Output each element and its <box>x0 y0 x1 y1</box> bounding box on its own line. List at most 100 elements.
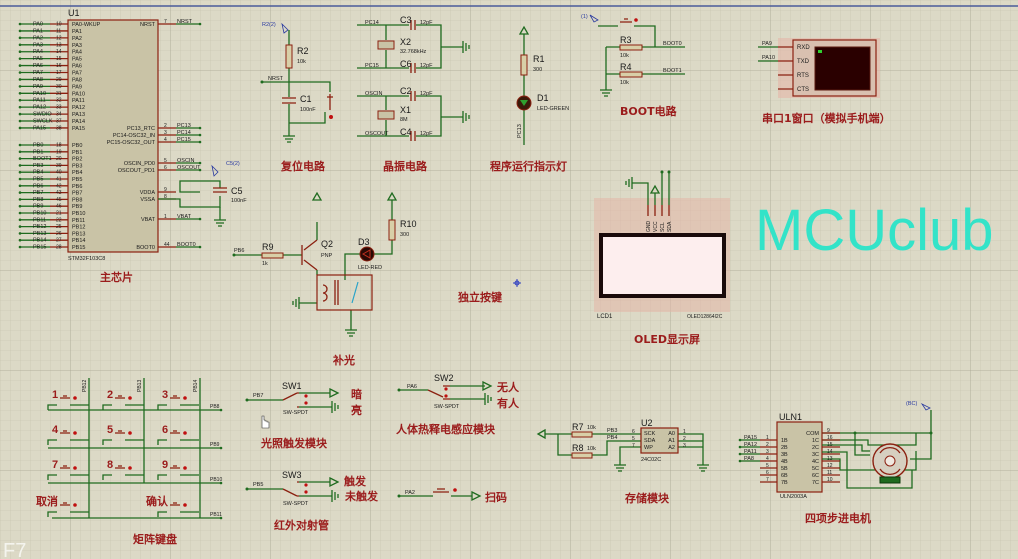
net-terminal[interactable] <box>18 191 22 194</box>
key-actuator[interactable] <box>183 466 187 470</box>
r1-resistor[interactable] <box>520 54 528 76</box>
boot-circuit[interactable]: (1) R3 10k R4 10k BOOT0 BOOT1 BOOT电路 <box>581 14 685 118</box>
net-terminal[interactable] <box>198 140 202 144</box>
crystal-circuit[interactable]: PC14 PC15 OSCIN OSCOUT C3 C6 C2 C4 12pF … <box>357 15 470 173</box>
key-actuator[interactable] <box>73 396 77 400</box>
x2-crystal[interactable] <box>377 40 395 50</box>
net-terminal[interactable] <box>18 105 22 109</box>
net-terminal[interactable] <box>219 446 223 450</box>
net-terminal[interactable] <box>18 225 22 228</box>
net-terminal[interactable] <box>18 92 22 95</box>
net-terminal[interactable] <box>18 164 22 167</box>
button-actuator[interactable] <box>453 488 457 492</box>
net-terminal[interactable] <box>18 150 22 154</box>
net-terminal[interactable] <box>18 71 22 74</box>
net-terminal[interactable] <box>18 43 22 47</box>
switch-actuator[interactable] <box>304 401 308 405</box>
net-terminal[interactable] <box>198 245 202 249</box>
net-terminal[interactable] <box>18 184 22 188</box>
key-actuator[interactable] <box>183 503 187 507</box>
net-terminal[interactable] <box>738 438 742 442</box>
net-terminal[interactable] <box>198 133 202 137</box>
key-actuator[interactable] <box>183 431 187 435</box>
key-actuator[interactable] <box>73 503 77 507</box>
net-terminal[interactable] <box>18 245 22 249</box>
net-terminal[interactable] <box>738 459 742 463</box>
r9-resistor[interactable] <box>261 252 284 259</box>
ir-module[interactable]: PB5 SW3 SW-SPDT 触发 未触发 红外对射管 <box>245 470 379 532</box>
sw1-switch[interactable] <box>282 392 299 408</box>
net-terminal[interactable] <box>18 211 22 215</box>
r7-resistor[interactable] <box>571 431 593 438</box>
net-terminal[interactable] <box>18 143 22 147</box>
key-actuator[interactable] <box>128 396 132 400</box>
net-terminal[interactable] <box>18 232 22 235</box>
net-terminal[interactable] <box>18 218 22 222</box>
key-switch[interactable] <box>115 395 125 399</box>
net-terminal[interactable] <box>18 198 22 201</box>
r10-resistor[interactable] <box>388 219 396 241</box>
net-terminal[interactable] <box>18 238 22 242</box>
terminal-screen[interactable] <box>814 46 871 91</box>
switch-actuator[interactable] <box>304 490 308 494</box>
key-switch[interactable] <box>115 430 125 434</box>
oled-display[interactable]: GND VCC SCL SDA LCD1 OLED12864I2C OLED显示… <box>594 170 730 347</box>
virtual-terminal[interactable]: PA9 PA10 RXD TXD RTS CTS 串口1窗口（模拟手机端） <box>758 38 891 125</box>
net-terminal[interactable] <box>219 516 223 520</box>
net-terminal[interactable] <box>18 50 22 54</box>
net-terminal[interactable] <box>738 452 742 456</box>
net-terminal[interactable] <box>18 98 22 102</box>
scan-button[interactable] <box>433 488 449 493</box>
key-actuator[interactable] <box>128 431 132 435</box>
light-sensor-module[interactable]: PB7 SW1 SW-SPDT 暗 亮 光照触发模块 <box>245 381 363 450</box>
net-terminal[interactable] <box>198 168 202 172</box>
r3-resistor[interactable] <box>619 44 643 51</box>
key-switch[interactable] <box>60 465 70 469</box>
switch-actuator[interactable] <box>304 394 308 398</box>
net-terminal[interactable] <box>198 161 202 165</box>
net-terminal[interactable] <box>198 217 202 221</box>
pir-module[interactable]: PA6 SW2 SW-SPDT 无人 有人 人体热释电感应模块 <box>396 373 520 436</box>
net-terminal[interactable] <box>219 408 223 412</box>
net-terminal[interactable] <box>18 29 22 33</box>
key-actuator[interactable] <box>128 466 132 470</box>
key-switch[interactable] <box>115 465 125 469</box>
oled-screen[interactable] <box>599 233 726 298</box>
key-switch[interactable] <box>170 430 180 434</box>
r4-resistor[interactable] <box>619 71 643 78</box>
mcu-body[interactable] <box>67 19 159 253</box>
fill-light-circuit[interactable]: PB6 R9 1k Q2 PNP D3 LED-RED R10 300 补光 <box>232 191 417 367</box>
net-terminal[interactable] <box>198 22 202 26</box>
net-terminal[interactable] <box>18 22 22 26</box>
net-terminal[interactable] <box>18 112 22 116</box>
key-actuator[interactable] <box>73 466 77 470</box>
net-terminal[interactable] <box>18 204 22 208</box>
sw2-switch[interactable] <box>427 385 450 400</box>
net-terminal[interactable] <box>18 157 22 160</box>
run-led-circuit[interactable]: R1 300 D1 LED-GREEN PC13 程序运行指示灯 <box>490 25 569 173</box>
scan-module[interactable]: PA2 扫码 <box>397 488 508 504</box>
u2-eeprom[interactable] <box>640 427 679 454</box>
net-terminal[interactable] <box>18 36 22 40</box>
net-terminal[interactable] <box>738 445 742 449</box>
r8-resistor[interactable] <box>571 452 593 459</box>
net-terminal[interactable] <box>18 126 22 130</box>
button-actuator[interactable] <box>634 18 638 22</box>
net-terminal[interactable] <box>18 64 22 67</box>
relay-contact[interactable] <box>351 281 359 304</box>
boot-button[interactable] <box>620 18 632 23</box>
key-switch[interactable] <box>170 465 180 469</box>
switch-actuator[interactable] <box>444 387 448 391</box>
key-switch[interactable] <box>60 395 70 399</box>
key-actuator[interactable] <box>73 431 77 435</box>
key-actuator[interactable] <box>183 396 187 400</box>
button-actuator[interactable] <box>329 115 333 119</box>
net-terminal[interactable] <box>18 78 22 81</box>
relay[interactable] <box>316 274 373 311</box>
x1-crystal[interactable] <box>377 110 395 120</box>
